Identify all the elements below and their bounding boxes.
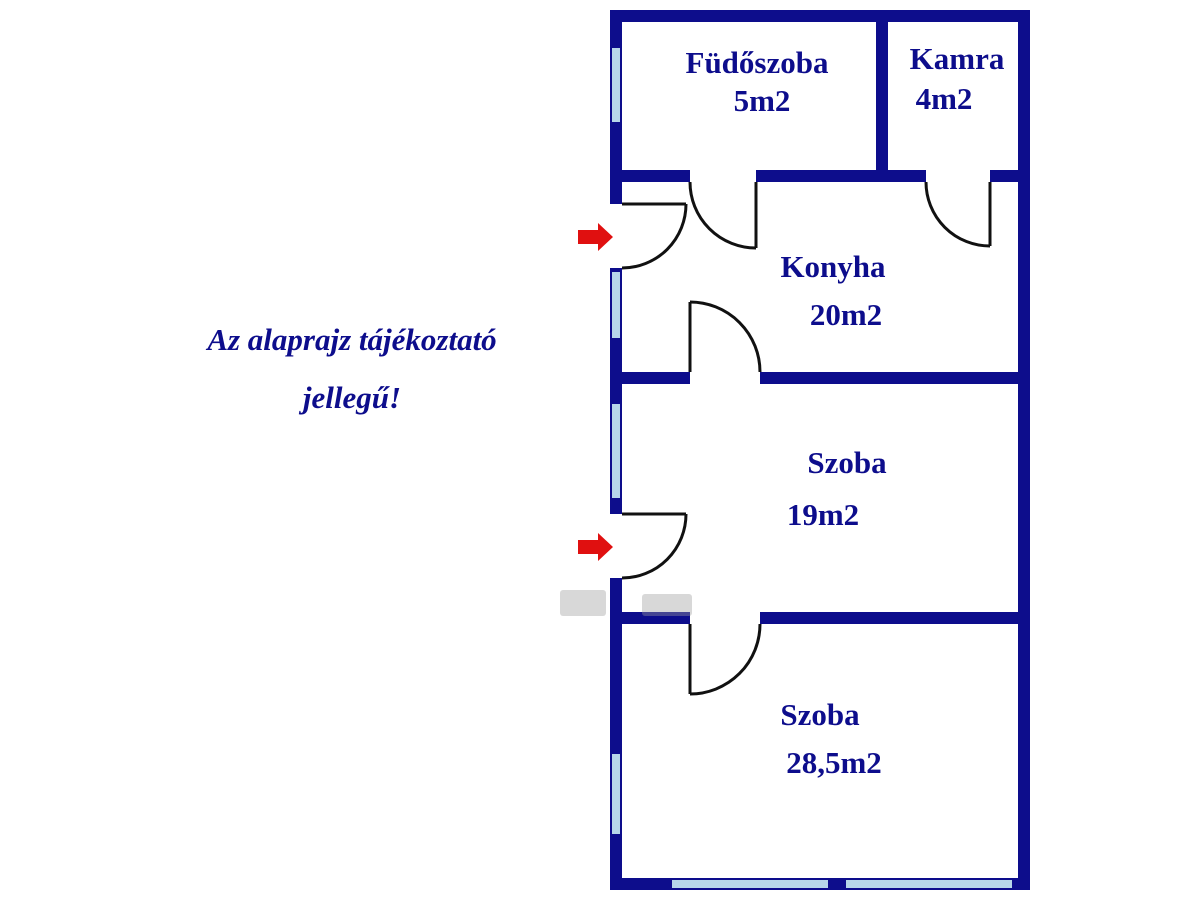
wall-szoba19-szoba28-left	[610, 612, 690, 624]
room-area-szoba28: 28,5m2	[786, 745, 882, 780]
room-name-szoba28: Szoba	[780, 697, 860, 732]
door-gap-entrance-2	[610, 514, 622, 578]
room-name-fudoszoba: Füdőszoba	[685, 45, 829, 80]
door-arc-szoba28	[689, 623, 762, 696]
window-left-2	[612, 272, 620, 338]
wall-konyha-szoba19-right	[760, 372, 1030, 384]
door-gap-entrance-1	[610, 204, 622, 268]
wall-outer-right	[1018, 10, 1030, 890]
room-area-konyha: 20m2	[809, 297, 883, 332]
wall-outer-top	[610, 10, 1030, 22]
disclaimer-line-2: jellegű!	[302, 380, 402, 415]
wall-konyha-top-right	[990, 170, 1030, 182]
door-arc-kamra	[924, 181, 991, 248]
wall-szoba19-szoba28-right	[760, 612, 1030, 624]
watermark-fragment	[560, 590, 606, 616]
room-area-szoba19: 19m2	[786, 497, 860, 532]
window-bottom-1	[672, 880, 828, 888]
wall-konyha-top-middle	[756, 170, 926, 182]
door-arc-entrance-2	[621, 513, 688, 580]
room-name-konyha: Konyha	[780, 249, 886, 284]
wall-konyha-szoba19-left	[610, 372, 690, 384]
window-left-3	[612, 404, 620, 498]
door-arc-entrance-1	[621, 203, 688, 270]
window-left-1	[612, 48, 620, 122]
door-arc-konyha	[689, 300, 762, 373]
wall-divider-fudoszoba-kamra	[876, 10, 888, 182]
entrance-arrow-2-icon	[578, 533, 613, 561]
wall-konyha-top-left	[610, 170, 690, 182]
door-arc-fudoszoba	[688, 181, 757, 250]
watermark-fragment	[642, 594, 692, 616]
window-bottom-2	[846, 880, 1012, 888]
room-name-szoba19: Szoba	[807, 445, 887, 480]
room-area-fudoszoba: 5m2	[733, 83, 791, 118]
window-left-4	[612, 754, 620, 834]
entrance-arrow-1-icon	[578, 223, 613, 251]
room-area-kamra: 4m2	[915, 81, 973, 116]
room-name-kamra: Kamra	[909, 41, 1005, 76]
disclaimer-line-1: Az alaprajz tájékoztató	[207, 322, 497, 357]
